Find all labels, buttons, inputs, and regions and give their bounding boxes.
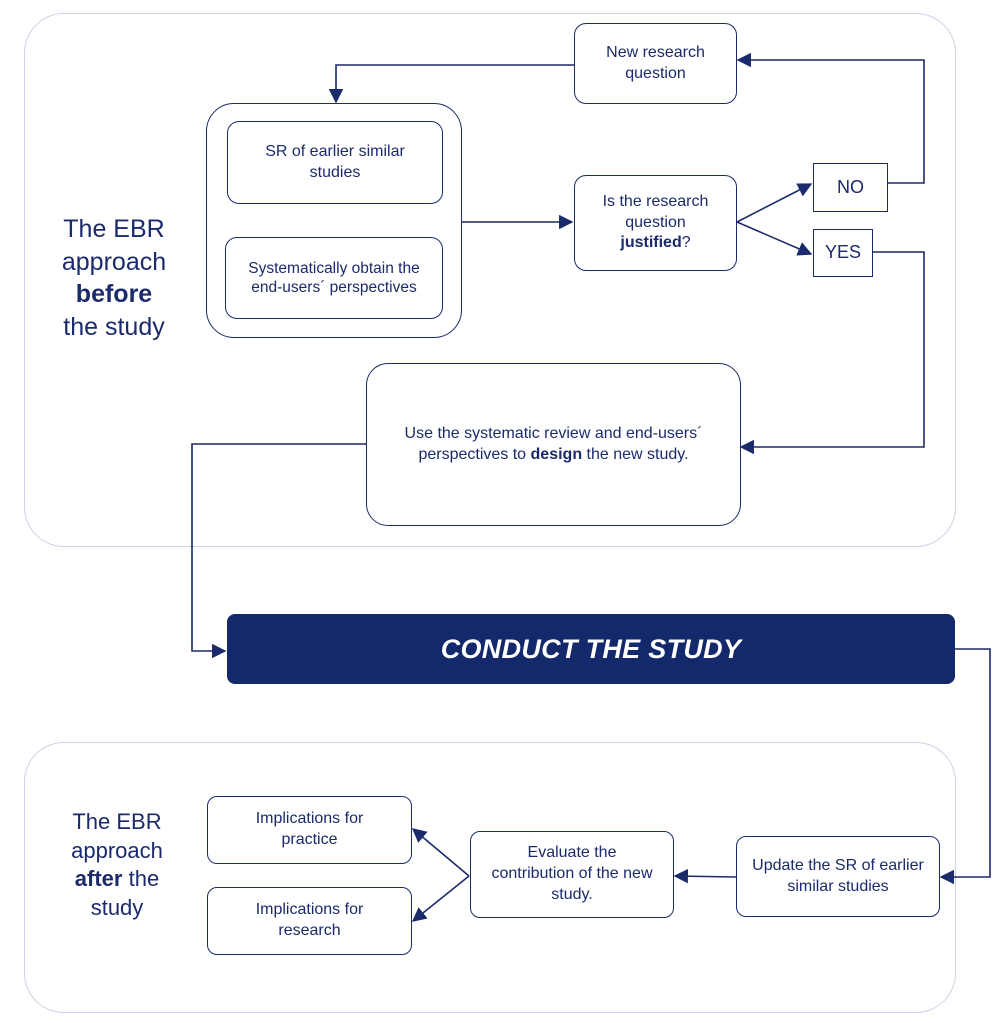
arrow-design-to-conduct [191,443,366,659]
implications-practice-box: Implications for practice [207,796,412,864]
arrow-new-question-to-sr [328,64,574,104]
evaluate-contribution-box: Evaluate the contribution of the new stu… [470,831,674,918]
justified-question-box: Is the research question justified? [574,175,737,271]
new-research-question-box: New research question [574,23,737,104]
arrow-justified-to-yes [736,221,813,256]
after-approach-label: The EBR approach after the study [71,809,163,920]
arrow-no-to-new-question [736,52,925,184]
update-sr-box: Update the SR of earlier similar studies [736,836,940,917]
conduct-study-bar: CONDUCT THE STUDY [227,614,955,684]
arrow-evaluate-to-research [411,875,470,922]
yes-decision-box: YES [813,229,873,277]
design-study-box: Use the systematic review and end-users´… [366,363,741,526]
no-decision-box: NO [813,163,888,212]
implications-research-box: Implications for research [207,887,412,955]
sr-earlier-studies-box: SR of earlier similar studies [227,121,443,204]
arrow-evaluate-to-practice [411,828,470,877]
arrow-update-to-evaluate [673,869,737,884]
systematically-obtain-box: Systematically obtain the end-users´ per… [225,237,443,319]
conduct-study-label: CONDUCT THE STUDY [440,633,742,664]
before-approach-label: The EBR approach before the study [61,215,167,341]
arrow-conduct-to-update [939,648,991,885]
arrow-justified-to-no [736,183,813,223]
arrow-yes-to-design [739,251,925,455]
